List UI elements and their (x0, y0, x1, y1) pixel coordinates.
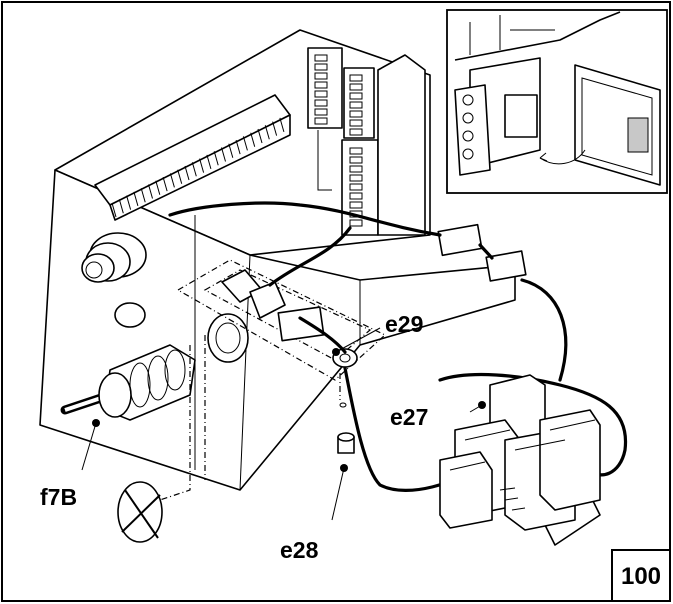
inset-detail (446, 9, 668, 194)
terminal-slot (314, 99, 328, 107)
terminal-slot (349, 147, 363, 155)
cable-gland-f7b (60, 313, 249, 421)
terminal-slot (314, 54, 328, 62)
terminal-rib (264, 125, 270, 140)
terminal-slot (349, 83, 363, 91)
terminal-rib (206, 154, 212, 170)
terminal-slot (349, 156, 363, 164)
terminal-slot (349, 92, 363, 100)
terminal-rib (250, 132, 256, 147)
terminal-rib (155, 180, 161, 195)
terminal-slot (349, 128, 363, 136)
terminal-rib (126, 195, 132, 210)
label-f7b: f7B (40, 484, 77, 510)
figure-number: 100 (621, 563, 661, 590)
terminal-rib (177, 169, 183, 184)
terminal-slot (349, 119, 363, 127)
terminal-rib (228, 143, 234, 158)
figure-number-box (611, 549, 671, 602)
terminal-slot (314, 117, 328, 125)
terminal-slot (349, 110, 363, 118)
terminal-slot (349, 201, 363, 209)
label-e28: e28 (280, 537, 319, 563)
terminal-slot (314, 72, 328, 80)
label-e29: e29 (385, 311, 423, 337)
terminal-rib (213, 151, 219, 166)
terminal-slot (314, 108, 328, 116)
terminal-rib (169, 173, 175, 188)
terminal-slot (349, 183, 363, 191)
terminal-slot (349, 219, 363, 227)
terminal-slot (349, 101, 363, 109)
terminal-slot (314, 81, 328, 89)
terminal-slot (349, 74, 363, 82)
terminal-rib (133, 191, 139, 207)
contactor-group-e27 (439, 374, 601, 546)
cable-gland-upper (81, 232, 147, 283)
terminal-rib (111, 202, 117, 218)
terminal-rib (235, 139, 241, 155)
terminal-rib (140, 188, 146, 203)
terminal-rib (162, 176, 168, 192)
terminal-rib (221, 147, 226, 162)
terminal-blocks (307, 47, 426, 236)
terminal-rib (184, 165, 190, 181)
terminal-slot (314, 90, 328, 98)
terminal-strip (94, 94, 291, 221)
terminal-slot (349, 165, 363, 173)
terminal-rib (242, 136, 248, 151)
terminal-rib (279, 117, 285, 133)
terminal-rib (199, 158, 205, 173)
terminal-rib (257, 128, 263, 144)
terminal-slot (349, 174, 363, 182)
terminal-rib (148, 184, 153, 199)
terminal-slot (314, 63, 328, 71)
label-e27: e27 (390, 404, 428, 430)
terminal-rib (191, 162, 197, 177)
connector-plugs (221, 223, 527, 342)
screw-e28 (337, 402, 355, 454)
crossed-gland-icon (117, 481, 163, 543)
terminal-rib (118, 199, 124, 214)
terminal-slot (349, 192, 363, 200)
terminal-rib (272, 121, 278, 136)
housing-hole (114, 302, 146, 328)
